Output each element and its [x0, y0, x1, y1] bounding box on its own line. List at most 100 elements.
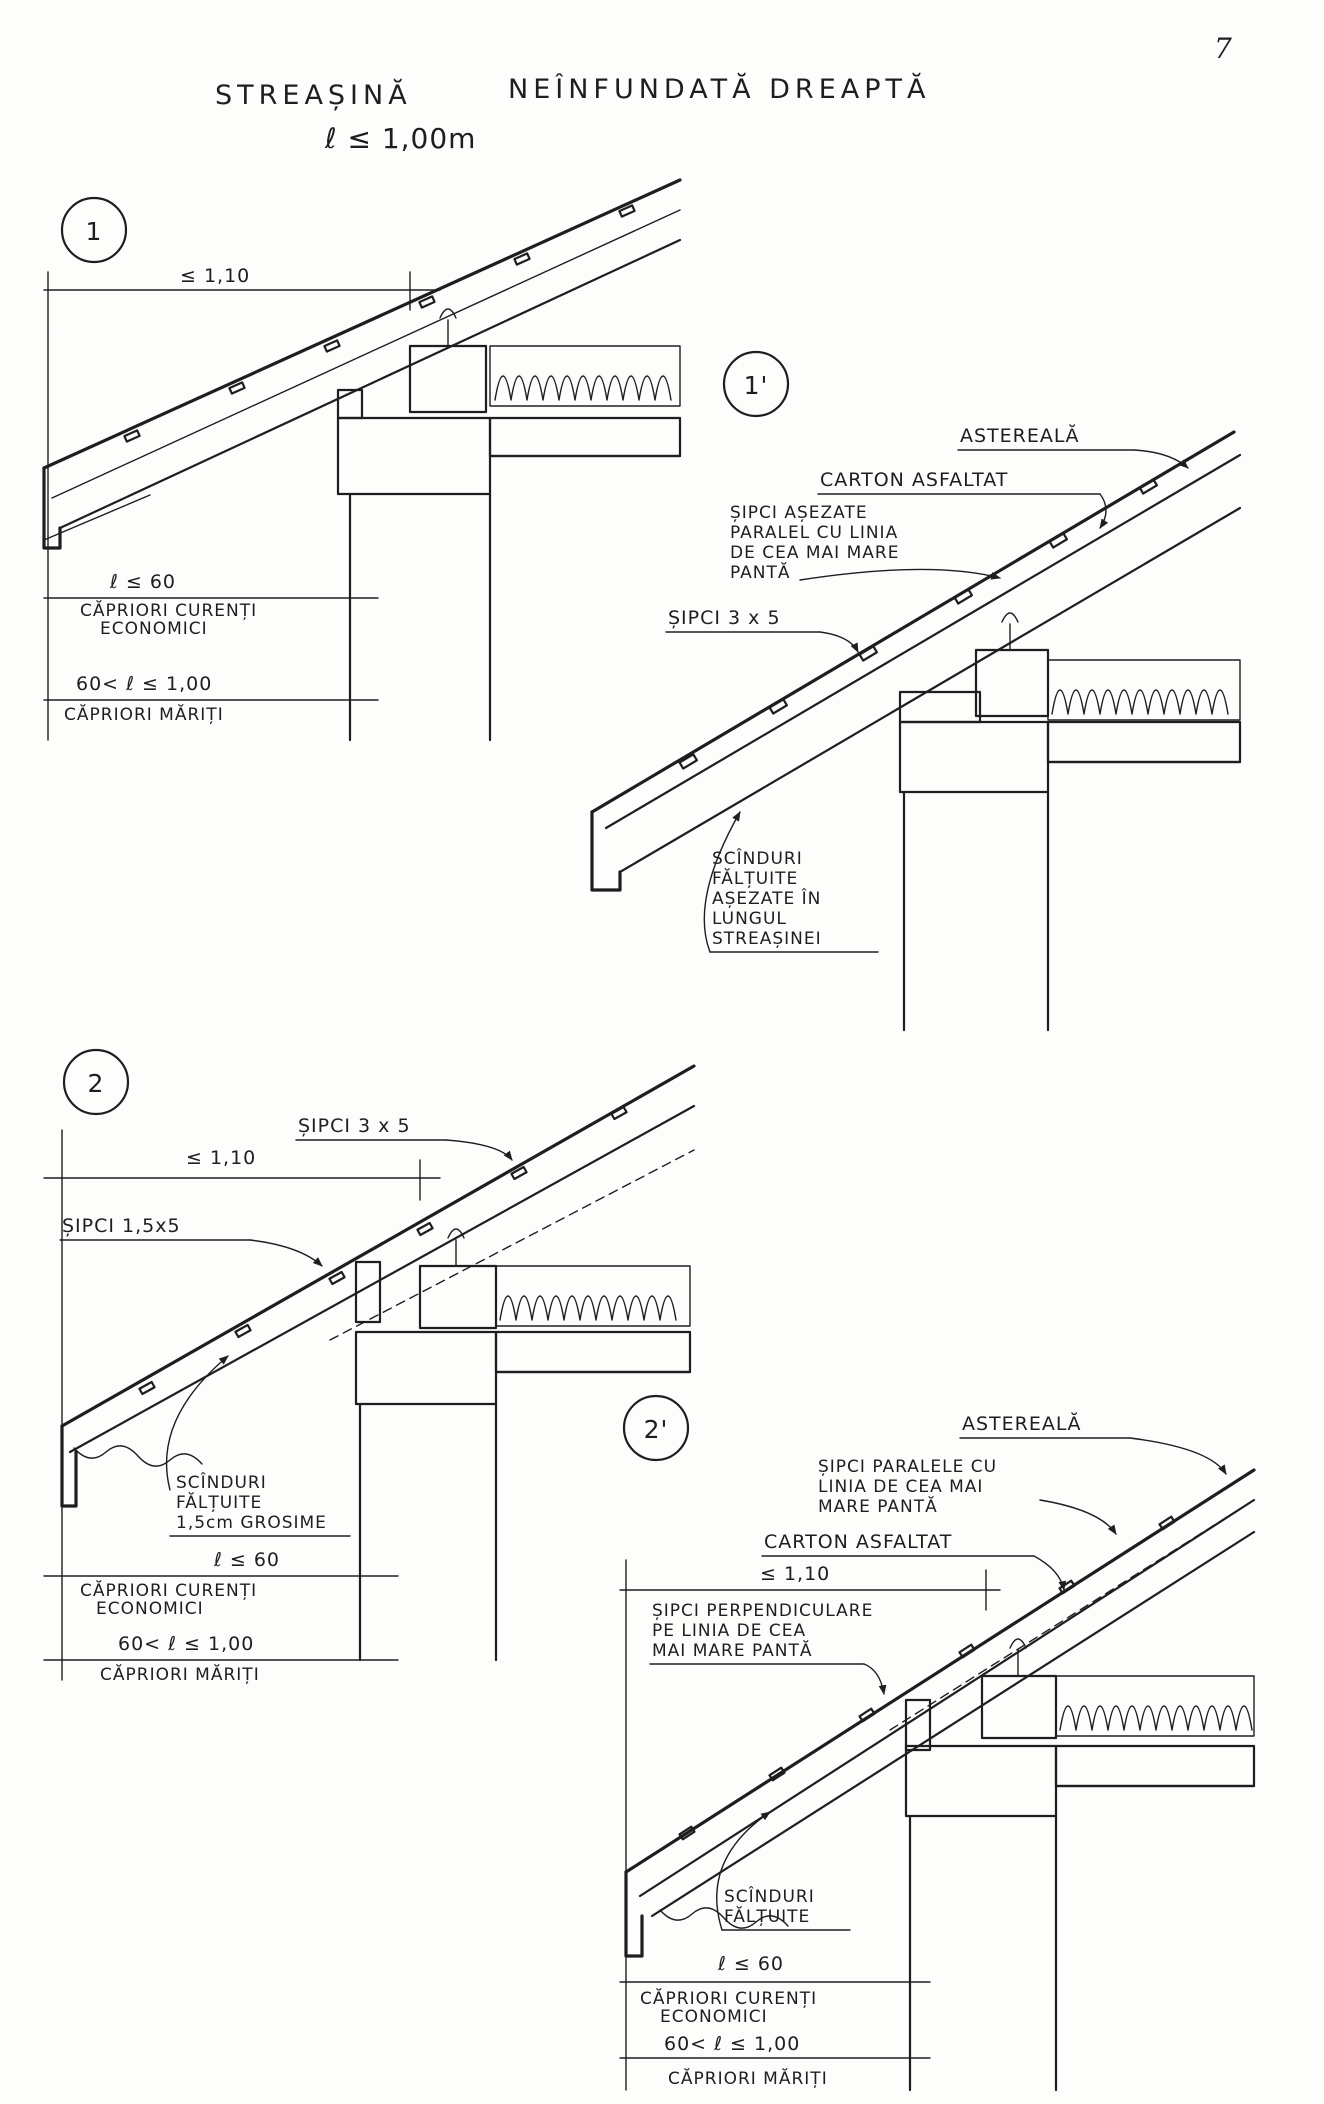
detail-2-prime-sipci-perp-2: PE LINIA DE CEA [652, 1621, 806, 1641]
detail-1-prime-astereala-label: ASTEREALĂ [960, 423, 1079, 447]
detail-2-prime-dim-top-label: ≤ 1,10 [760, 1563, 830, 1585]
detail-1-prime-scinduri-2: FĂLȚUITE [712, 867, 798, 889]
detail-2-scinduri-2: FĂLȚUITE [176, 1491, 262, 1513]
detail-2-prime-rafter-line [650, 1530, 1256, 1918]
detail-1-dim-top-label: ≤ 1,10 [180, 265, 250, 287]
detail-1-prime-marker-circle [722, 350, 790, 418]
detail-1-prime-sipci-asezate-leader [799, 568, 1001, 581]
detail-1-fascia-brace [43, 494, 151, 541]
detail-2-dim-b-value: 60< ℓ ≤ 1,00 [118, 1633, 254, 1655]
detail-2-prime-astereala-label: ASTEREALĂ [962, 1411, 1081, 1435]
detail-2-prime-wall-plate [980, 1674, 1058, 1740]
detail-2-dim-b-caption: CĂPRIORI MĂRIȚI [100, 1663, 260, 1685]
detail-1-prime-insulation [1051, 689, 1229, 715]
detail-2-wall [358, 1370, 692, 1662]
detail-2-prime-insulation [1059, 1705, 1253, 1731]
detail-1: 1 ≤ 1,10 ℓ ≤ 60 [42, 178, 682, 742]
detail-1-prime-anchor [1001, 612, 1019, 651]
detail-2-prime-sipci-paralele-2: LINIA DE CEA MAI [818, 1477, 983, 1497]
detail-1-prime-scinduri-5: STREAȘINEI [712, 929, 822, 949]
detail-2-prime-sipci-perp-leader [863, 1663, 887, 1695]
detail-2-sipci-top-leader [445, 1139, 513, 1161]
detail-1-prime-sipci-label: ȘIPCI 3 x 5 [668, 607, 781, 629]
detail-1-dim-a-caption-2: ECONOMICI [100, 619, 208, 639]
detail-1-prime-marker: 1' [744, 371, 769, 400]
detail-2-prime-marker: 2' [644, 1415, 669, 1444]
detail-1-prime-wall-plate [974, 648, 1050, 718]
detail-2-prime-dim-b-value: 60< ℓ ≤ 1,00 [664, 2033, 800, 2055]
detail-1-prime-sipci-asezate-4: PANTĂ [730, 561, 791, 583]
detail-2-prime-carton-leader [1033, 1555, 1067, 1591]
detail-2-prime-dim-a-caption-2: ECONOMICI [660, 2007, 768, 2027]
detail-2-wall-cap [354, 1260, 382, 1324]
detail-2-prime-scinduri-2: FĂLȚUITE [724, 1905, 810, 1927]
detail-1-dim-a-caption-1: CĂPRIORI CURENȚI [80, 599, 257, 621]
detail-1-wall-plate [408, 344, 488, 414]
page-title-condition: ℓ ≤ 1,00m [324, 122, 476, 155]
detail-2-slab [494, 1330, 692, 1374]
detail-2-prime-hidden-line [889, 1499, 1255, 1731]
detail-2-prime-anchor [1009, 1638, 1027, 1677]
detail-2-prime-scinduri-leader [716, 1811, 771, 1931]
detail-1-prime-sipci-asezate-3: DE CEA MAI MARE [730, 543, 899, 563]
detail-2-prime-sipci-paralele-1: ȘIPCI PARALELE CU [818, 1457, 997, 1477]
detail-1-prime-astereala-leader [1133, 449, 1189, 469]
detail-1-prime-slab [1046, 720, 1242, 764]
detail-2-prime-insulation-box [1055, 1675, 1255, 1737]
detail-1-slab [488, 416, 682, 458]
detail-2-prime-sipci-perp-1: ȘIPCI PERPENDICULARE [652, 1601, 873, 1621]
detail-2-sipci-side-leader [249, 1239, 323, 1267]
detail-1-prime-insulation-box [1047, 659, 1241, 721]
page-number: 7 [1214, 32, 1232, 65]
detail-1-wall [348, 454, 682, 742]
detail-2-prime-marker-circle [622, 1394, 690, 1462]
detail-1-prime-carton-label: CARTON ASFALTAT [820, 469, 1008, 491]
detail-2-roof-top-line [60, 1064, 696, 1428]
detail-2-dim-top-label: ≤ 1,10 [186, 1147, 256, 1169]
detail-2-anchor [447, 1228, 465, 1267]
detail-2-prime: 2' ASTEREALĂ ȘIPCI PARALELE CU LINIA DE … [619, 1394, 1256, 2092]
detail-1-prime-scinduri-4: LUNGUL [712, 909, 787, 929]
detail-2-fascia [60, 1424, 78, 1508]
detail-2-prime-dim-b-caption: CĂPRIORI MĂRIȚI [668, 2067, 828, 2089]
detail-2-prime-wall-beam [904, 1744, 1058, 1818]
detail-1-dim-b-value: 60< ℓ ≤ 1,00 [76, 673, 212, 695]
detail-2: 2 ȘIPCI 3 x 5 ≤ 1,10 ȘIPCI [43, 1048, 696, 1685]
detail-1-battens [123, 204, 636, 443]
detail-2-dim-a-caption-1: CĂPRIORI CURENȚI [80, 1579, 257, 1601]
detail-1-prime-scinduri-leader [703, 811, 741, 953]
detail-2-prime-wall [908, 1784, 1256, 2092]
detail-2-battens [138, 1105, 628, 1396]
detail-1-mid-line [51, 209, 681, 499]
detail-2-wall-plate [418, 1264, 498, 1330]
detail-2-prime-astereala-leader [1129, 1437, 1227, 1475]
detail-1-marker-circle [60, 196, 128, 264]
detail-1-prime-sipci-asezate-1: ȘIPCI AȘEZATE [730, 503, 868, 523]
detail-1-dim-b-caption: CĂPRIORI MĂRIȚI [64, 703, 224, 725]
detail-1-marker: 1 [86, 217, 103, 246]
detail-1-insulation [494, 375, 672, 401]
detail-1-dim-a-value: ℓ ≤ 60 [109, 571, 176, 593]
detail-1-prime-scinduri-3: AȘEZATE ÎN [712, 887, 821, 909]
detail-2-marker: 2 [88, 1069, 105, 1098]
detail-1-prime-sipci-leader [819, 631, 859, 653]
detail-2-prime-battens [678, 1515, 1176, 1841]
detail-2-sipci-side-label: ȘIPCI 1,5x5 [62, 1215, 181, 1237]
detail-2-rafter-line [68, 1104, 696, 1454]
detail-2-wall-beam [354, 1330, 498, 1406]
detail-1-prime-carton-leader [1099, 493, 1109, 529]
detail-2-scinduri-1: SCÎNDURI [176, 1471, 267, 1493]
detail-1-anchor [439, 308, 457, 347]
detail-1-prime-roof-top-line [590, 430, 1236, 814]
detail-2-marker-circle [62, 1048, 130, 1116]
detail-1-prime-board-line [604, 453, 1242, 830]
detail-2-prime-dim-a-value: ℓ ≤ 60 [717, 1953, 784, 1975]
detail-1-prime-scinduri-1: SCÎNDURI [712, 847, 803, 869]
detail-1-prime-wall [902, 760, 1242, 1032]
detail-2-prime-scinduri-1: SCÎNDURI [724, 1885, 815, 1907]
detail-2-dim-a-caption-2: ECONOMICI [96, 1599, 204, 1619]
page-title-secondary: NEÎNFUNDATĂ DREAPTĂ [508, 72, 930, 105]
detail-2-sipci-top-label: ȘIPCI 3 x 5 [298, 1115, 411, 1137]
